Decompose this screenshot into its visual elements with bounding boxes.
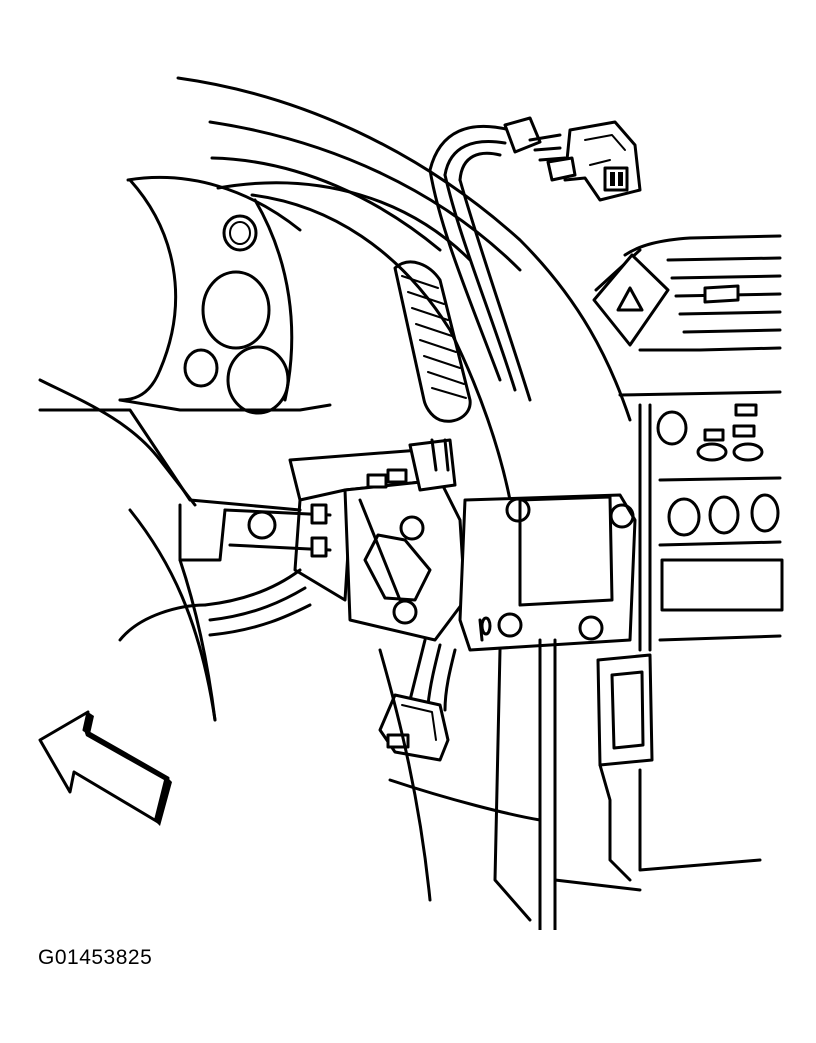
warning-triangle-icon (616, 286, 644, 312)
gauge-small (183, 348, 219, 388)
hazard-switch (592, 253, 670, 347)
instrument-cluster (118, 178, 332, 415)
climate-knob-2 (708, 495, 740, 535)
upper-wiring-harness (428, 116, 642, 402)
climate-knob-1 (667, 497, 701, 537)
combination-switch (288, 438, 472, 642)
climate-knob-3 (750, 493, 780, 533)
column-bolt-left (247, 510, 277, 540)
gauge-medium (226, 345, 290, 415)
lower-wiring-harness (118, 568, 457, 762)
lower-connector (378, 693, 450, 762)
steering-column-left (38, 378, 332, 722)
dashboard-top-contour (126, 76, 632, 502)
harness-connector (546, 120, 642, 202)
gauge-large (201, 270, 271, 350)
cluster-knob (222, 214, 258, 252)
lower-trim (378, 638, 762, 930)
radio-knob-left (656, 410, 688, 446)
air-vent-left (393, 260, 472, 423)
arrow-up-left-icon (38, 710, 172, 826)
figure-id-label: G01453825 (38, 946, 153, 969)
column-mounting-bracket (458, 493, 637, 652)
center-console (592, 234, 784, 652)
diagram-illustration (38, 76, 784, 930)
